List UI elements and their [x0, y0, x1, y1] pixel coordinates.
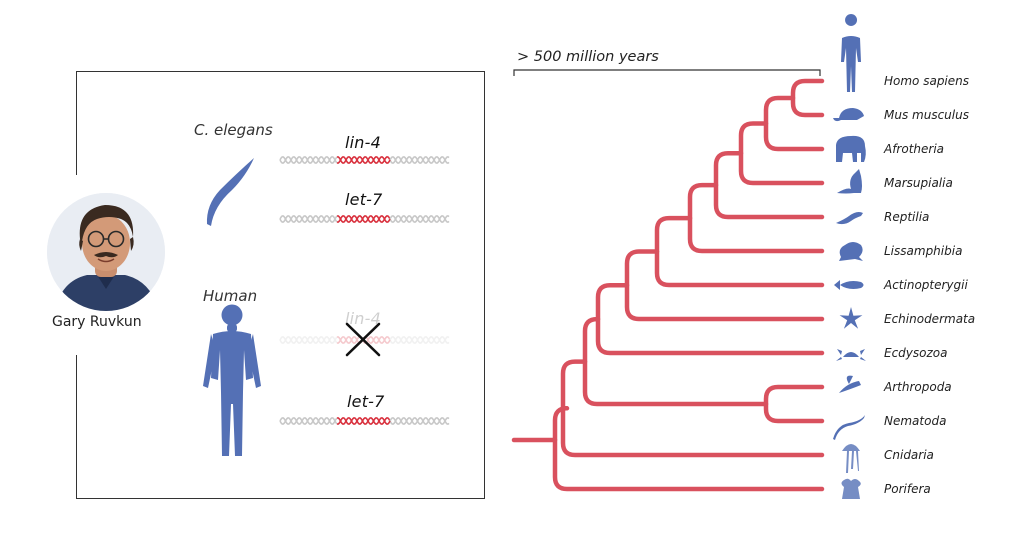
- dna-helices: [279, 155, 450, 426]
- scientist-portrait: [47, 193, 165, 311]
- taxon-label-ecdysozoa: Ecdysozoa: [884, 346, 948, 360]
- worm-let7-helix: [279, 214, 450, 224]
- fly-icon: [839, 375, 861, 393]
- taxon-label-marsupialia: Marsupialia: [884, 176, 953, 190]
- clade-arthropoda-nematoda: [763, 384, 825, 424]
- taxon-label-reptilia: Reptilia: [884, 210, 930, 224]
- clade-bilateria: [582, 316, 769, 407]
- clade-porifera: [552, 406, 825, 492]
- worm-let7-label: let-7: [345, 190, 383, 209]
- lizard-icon: [836, 212, 863, 225]
- elephant-icon: [836, 135, 866, 162]
- fish-icon: [834, 280, 864, 290]
- tree-branches: [511, 78, 825, 492]
- taxon-label-cnidaria: Cnidaria: [884, 448, 934, 462]
- portrait-illustration: [47, 193, 165, 311]
- scientist-name: Gary Ruvkun: [52, 314, 142, 330]
- worm-icon: [833, 415, 865, 440]
- c-elegans-worm-icon: [206, 158, 254, 226]
- clade-cnidaria: [560, 359, 825, 458]
- jellyfish-icon: [842, 444, 860, 473]
- time-scale-bar: [513, 69, 821, 76]
- human-lin4-label-absent: lin-4: [345, 309, 381, 328]
- taxon-label-nematoda: Nematoda: [884, 414, 947, 428]
- taxon-label-homo-sapiens: Homo sapiens: [884, 74, 970, 88]
- mouse-icon: [833, 108, 864, 122]
- taxon-label-actinopterygii: Actinopterygii: [884, 278, 968, 292]
- worm-organism-label: C. elegans: [194, 121, 273, 139]
- sponge-icon: [841, 478, 861, 499]
- taxon-label-mus-musculus: Mus musculus: [884, 108, 969, 122]
- taxon-icons: [833, 14, 866, 499]
- time-scale-label: > 500 million years: [517, 49, 659, 65]
- absent-gene-cross-icon: [345, 322, 381, 357]
- human-let7-label: let-7: [347, 392, 385, 411]
- taxon-label-afrotheria: Afrotheria: [884, 142, 945, 156]
- taxon-label-echinodermata: Echinodermata: [884, 312, 976, 326]
- clade-marsupialia: [738, 121, 825, 186]
- crab-icon: [836, 349, 866, 361]
- human-silhouette-icon: [841, 14, 861, 92]
- taxon-label-arthropoda: Arthropoda: [884, 380, 952, 394]
- human-organism-label: Human: [203, 287, 258, 305]
- human-body-icon: [203, 304, 261, 456]
- kangaroo-icon: [837, 169, 862, 194]
- worm-lin4-helix: [279, 155, 450, 165]
- taxon-label-porifera: Porifera: [884, 482, 931, 496]
- taxon-label-lissamphibia: Lissamphibia: [884, 244, 963, 258]
- human-let7-helix: [279, 416, 450, 426]
- clade-homo-mus: [790, 78, 825, 118]
- worm-lin4-label: lin-4: [345, 133, 381, 152]
- frog-icon: [839, 242, 863, 261]
- starfish-icon: [839, 307, 863, 329]
